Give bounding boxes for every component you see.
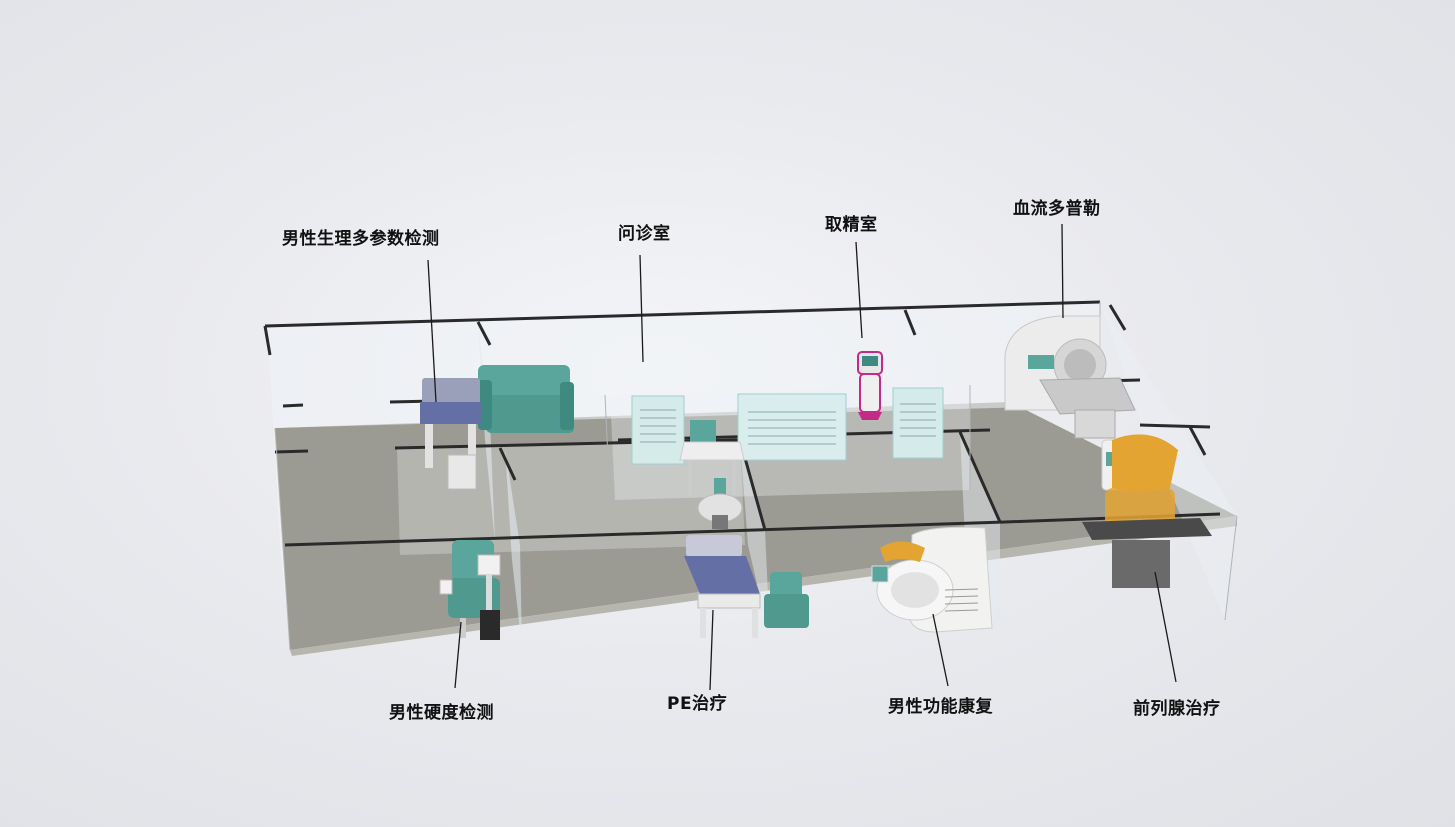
- bed-icon: [420, 378, 482, 490]
- ultrasound-cart-icon: [439, 554, 501, 640]
- leader-rehab: [932, 613, 949, 687]
- leader-rigidity: [454, 621, 462, 689]
- partition-glass-3: [740, 440, 770, 640]
- armchair-icon: [764, 572, 809, 628]
- leader-physio: [427, 259, 437, 403]
- robot-icon: [857, 351, 883, 420]
- label-consult: 问诊室: [618, 224, 671, 244]
- prostate-device-icon: [1082, 434, 1212, 588]
- partition-glass-6: [397, 440, 745, 555]
- leader-doppler: [1061, 223, 1064, 319]
- label-sampling: 取精室: [825, 215, 878, 235]
- poster-right: [892, 387, 944, 459]
- poster-text-lines: [640, 403, 936, 445]
- sofa-icon: [478, 365, 574, 433]
- partition-glass-2: [505, 448, 522, 648]
- leader-consult: [639, 254, 644, 363]
- leader-sampling: [855, 241, 863, 339]
- poster-center: [737, 393, 847, 461]
- poster-left: [631, 395, 685, 465]
- mri-scanner-icon: [1004, 315, 1136, 439]
- rehab-device-icon: [871, 526, 993, 633]
- desk-icon: [679, 420, 745, 495]
- pe-bed-icon: [684, 535, 761, 638]
- pe-device-icon: [697, 478, 743, 529]
- leader-lines: [427, 223, 1177, 691]
- label-physio: 男性生理多参数检测: [282, 229, 440, 249]
- label-rigidity: 男性硬度检测: [389, 703, 494, 723]
- label-rehab: 男性功能康复: [888, 697, 993, 717]
- leader-pe: [709, 609, 714, 691]
- label-pe: PE治疗: [667, 694, 728, 714]
- leader-prostate: [1154, 571, 1177, 683]
- label-prostate: 前列腺治疗: [1133, 699, 1221, 719]
- label-doppler: 血流多普勒: [1013, 199, 1101, 219]
